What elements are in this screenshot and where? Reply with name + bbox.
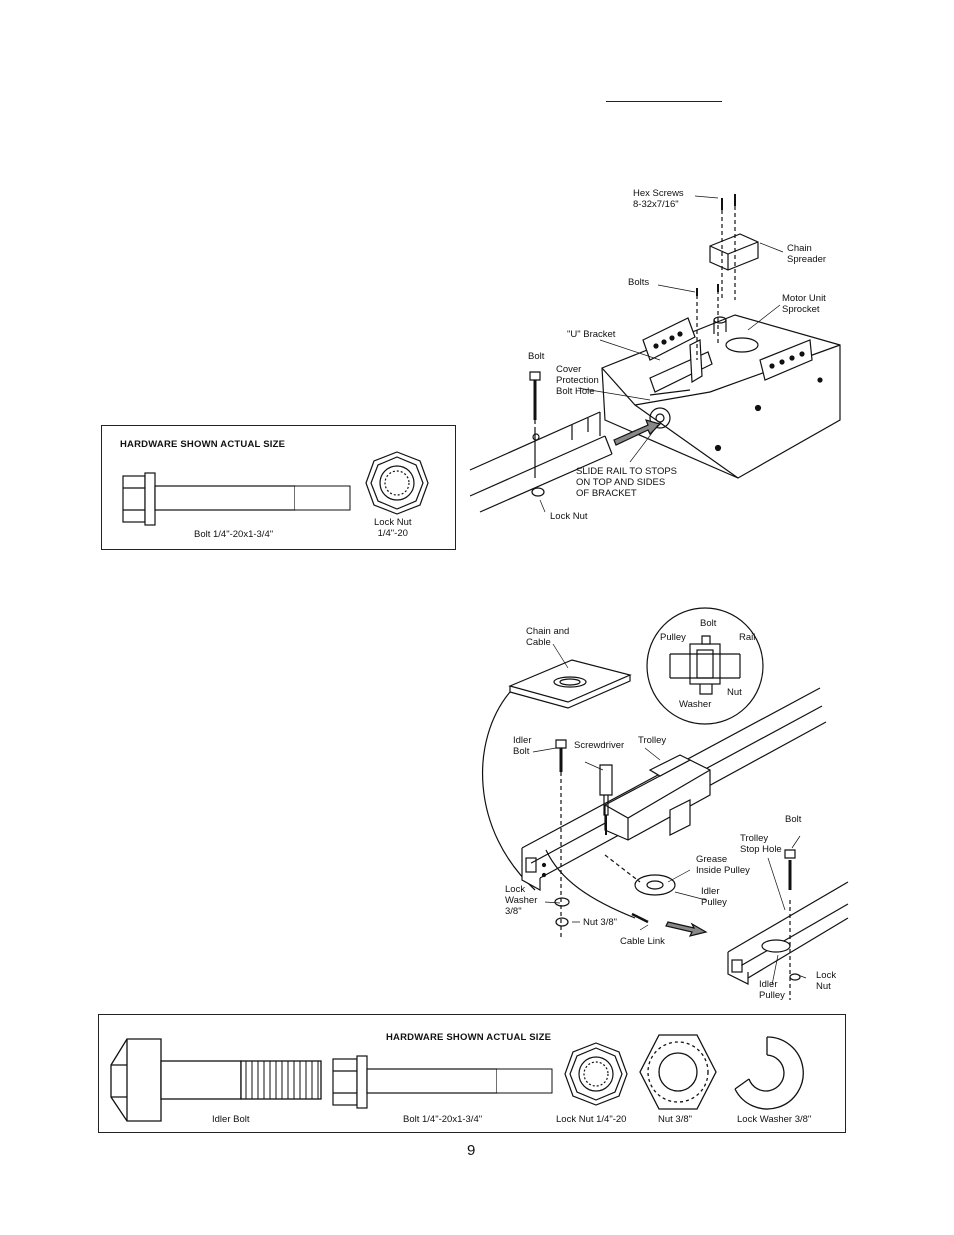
lock-washer-illustration	[734, 1036, 804, 1110]
bolt-caption-2: Bolt 1/4"-20x1-3/4"	[403, 1114, 483, 1125]
figure-rail-assembly-drawing	[469, 194, 841, 513]
bolt-illustration-2	[332, 1055, 553, 1109]
hardware-heading-2: HARDWARE SHOWN ACTUAL SIZE	[386, 1032, 552, 1043]
figure-idler-pulley-drawing	[481, 607, 849, 1000]
page-number: 9	[467, 1142, 476, 1159]
idler-bolt-illustration	[110, 1038, 322, 1122]
label-chain-spreader: Chain Spreader	[787, 243, 827, 265]
label-idler-pulley-right: Idler Pulley	[759, 979, 785, 1001]
label-inset-pulley: Pulley	[660, 632, 686, 643]
bolt-caption: Bolt 1/4"-20x1-3/4"	[194, 529, 274, 540]
label-screwdriver: Screwdriver	[574, 740, 625, 751]
title-underline	[606, 101, 722, 102]
bolt-illustration	[122, 472, 351, 526]
figure-rail-assembly: Hex Screws 8-32x7/16" Chain Spreader Bol…	[0, 0, 954, 560]
label-idler-bolt: Idler Bolt	[513, 735, 532, 757]
lock-nut-caption: Lock Nut 1/4"-20	[374, 517, 412, 539]
label-grease-inside-pulley: Grease Inside Pulley	[696, 854, 750, 876]
figure-idler-pulley: Chain and Cable Bolt Pulley Rail Nut Was…	[0, 600, 954, 1010]
nut-38-illustration	[639, 1034, 717, 1110]
label-u-bracket: "U" Bracket	[567, 329, 616, 340]
label-idler-pulley: Idler Pulley	[701, 886, 727, 908]
label-trolley-stop-hole: Trolley Stop Hole	[740, 833, 782, 855]
lock-nut-illustration	[365, 451, 429, 515]
label-inset-rail: Rail	[739, 632, 756, 643]
label-lock-washer: Lock Washer 3/8"	[505, 884, 538, 917]
lock-nut-illustration-2	[564, 1042, 628, 1106]
label-right-bolt: Bolt	[785, 814, 802, 825]
label-bolts: Bolts	[628, 277, 650, 288]
label-inset-nut: Nut	[727, 687, 742, 698]
label-trolley: Trolley	[638, 735, 667, 746]
label-inset-washer: Washer	[679, 699, 712, 710]
label-lock-nut: Lock Nut	[550, 511, 588, 522]
hardware-box-1: HARDWARE SHOWN ACTUAL SIZE Bolt 1/4"-20x…	[101, 425, 456, 550]
label-cable-link: Cable Link	[620, 936, 665, 947]
label-inset-bolt: Bolt	[700, 618, 717, 629]
label-chain-and-cable: Chain and Cable	[526, 626, 570, 648]
label-nut-38: Nut 3/8"	[583, 917, 618, 928]
label-slide-rail: SLIDE RAIL TO STOPS ON TOP AND SIDES OF …	[576, 466, 678, 499]
idler-bolt-caption: Idler Bolt	[212, 1114, 250, 1125]
nut-38-caption: Nut 3/8"	[658, 1114, 693, 1125]
label-bolt: Bolt	[528, 351, 545, 362]
label-hex-screws: Hex Screws 8-32x7/16"	[633, 188, 684, 210]
hardware-heading: HARDWARE SHOWN ACTUAL SIZE	[120, 439, 286, 450]
label-motor-unit-sprocket: Motor Unit Sprocket	[782, 293, 826, 315]
lock-washer-caption: Lock Washer 3/8"	[737, 1114, 812, 1125]
label-lock-nut-right: Lock Nut	[816, 970, 837, 992]
label-cover-protection-bolt-hole: Cover Protection Bolt Hole	[556, 364, 599, 397]
lock-nut-caption-2: Lock Nut 1/4"-20	[556, 1114, 627, 1125]
hardware-box-2: HARDWARE SHOWN ACTUAL SIZE	[98, 1014, 846, 1133]
